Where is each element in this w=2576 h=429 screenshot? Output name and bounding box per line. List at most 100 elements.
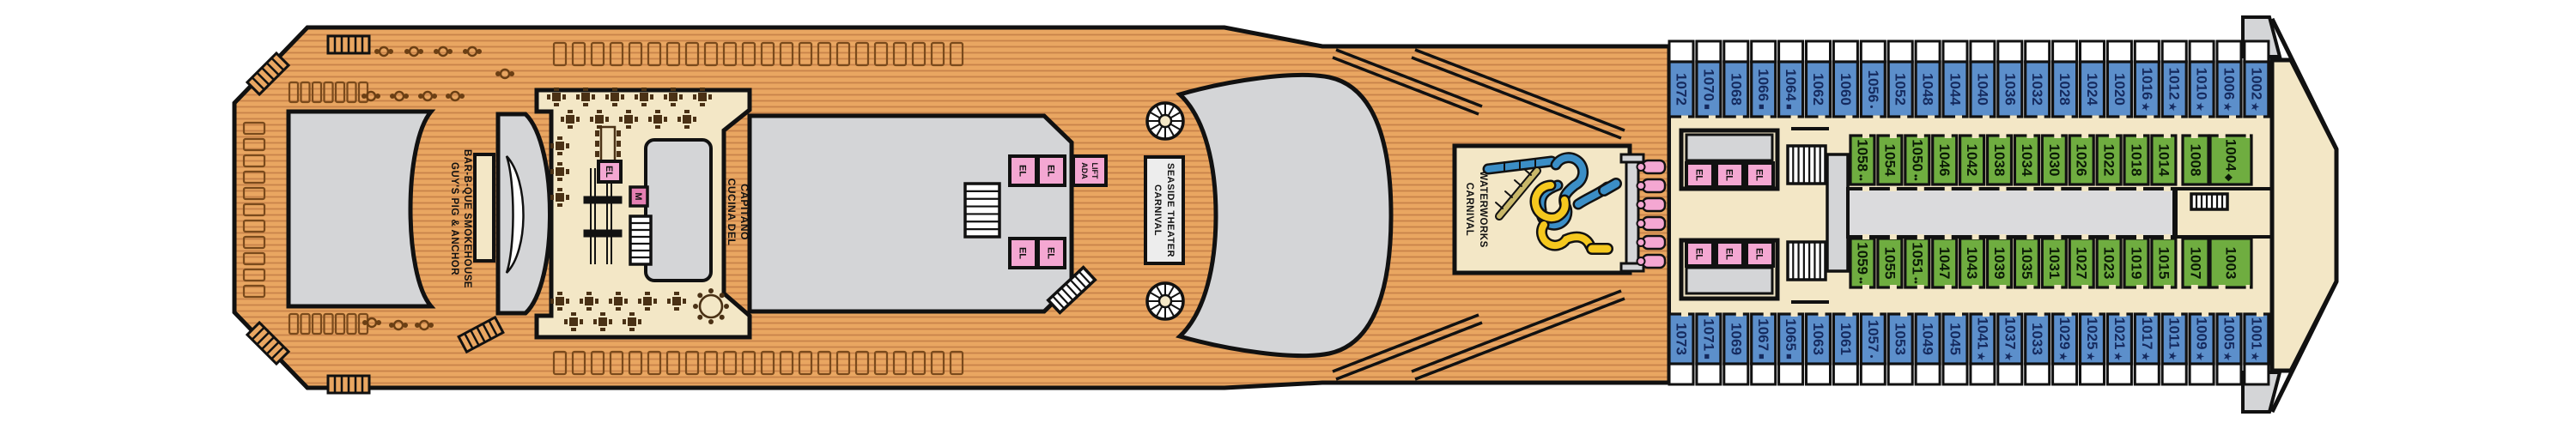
cabin[interactable] [2051, 312, 2079, 366]
cabin[interactable] [2133, 60, 2160, 118]
cabin[interactable] [1750, 60, 1777, 118]
cabin-number: 1062 [1810, 73, 1826, 106]
lounge-chair-icon [911, 350, 927, 376]
pool-lounger-icon [1641, 215, 1667, 232]
cabin[interactable] [1931, 134, 1959, 186]
lounge-chair-icon [817, 350, 832, 376]
smokehouse-structure [286, 109, 436, 309]
cabin-number: 1021★ [2111, 317, 2128, 361]
cabin[interactable] [1668, 60, 1695, 118]
cabin[interactable] [1849, 134, 1876, 186]
lounge-chair-icon [628, 41, 643, 67]
cabin[interactable] [1959, 134, 1986, 186]
stairs-icon [2190, 192, 2229, 211]
cucina-label-line1: CUCINA DEL [726, 178, 738, 246]
cabin[interactable] [2040, 237, 2068, 289]
cabin[interactable] [1941, 60, 1969, 118]
cabin-balcony [2160, 39, 2188, 63]
cabin[interactable] [1695, 60, 1722, 118]
cabin[interactable] [1985, 134, 2014, 186]
cabin[interactable] [2095, 134, 2123, 186]
cabin-balcony [1722, 362, 1750, 386]
cabin-balcony [1859, 362, 1886, 386]
cabin-number: 1051•• [1909, 242, 1925, 284]
elevator-box [597, 160, 623, 184]
cabin[interactable] [1876, 134, 1904, 186]
cabin[interactable] [2133, 312, 2160, 366]
cabin[interactable] [1777, 60, 1805, 118]
dining-table-icon [635, 88, 653, 106]
cabin[interactable] [2123, 237, 2150, 289]
cabin-number: 1002★ [2248, 68, 2264, 112]
cabin[interactable] [2095, 237, 2123, 289]
cabin-number: 1038 [1991, 144, 2008, 177]
stairs-icon [629, 214, 653, 266]
lounge-chair-icon [779, 41, 794, 67]
cabin[interactable] [1804, 60, 1832, 118]
cucina-galley [644, 138, 713, 282]
stern-deck [2269, 57, 2339, 373]
cabin-number: 1044 [1947, 73, 1964, 106]
cabin-number: 1041★ [1974, 317, 1990, 361]
cabin-balcony [2188, 362, 2215, 386]
cabin-number: 1010★ [2194, 68, 2210, 112]
lounge-chair-icon [590, 350, 605, 376]
cabin-number: 1042 [1964, 144, 1980, 177]
cabin[interactable] [1859, 312, 1886, 366]
cabin[interactable] [1886, 312, 1914, 366]
lounge-chair-icon [779, 350, 794, 376]
cabin[interactable] [2243, 312, 2270, 366]
cabin[interactable] [1914, 60, 1941, 118]
lounge-chair-icon [628, 350, 643, 376]
elevator-box [1715, 240, 1745, 268]
cabin[interactable] [2160, 312, 2188, 366]
cabin[interactable] [2208, 134, 2253, 186]
cabin[interactable] [2013, 237, 2040, 289]
cabin[interactable] [2040, 134, 2068, 186]
cabin-balcony [2051, 39, 2079, 63]
deck-table-icon [434, 45, 453, 57]
cabin-balcony [1886, 39, 1914, 63]
lounge-chair-icon [609, 41, 624, 67]
cabin[interactable] [1722, 60, 1750, 118]
cabin-balcony [2024, 39, 2051, 63]
dining-table-icon [609, 292, 628, 311]
ada-lift-box [1072, 154, 1108, 187]
ada-lift-label-line2: LIFT [1091, 163, 1099, 179]
theater-label-box [1144, 155, 1185, 265]
cabin-number: 1063 [1810, 323, 1826, 355]
lounge-chair-icon [552, 41, 568, 67]
cabin[interactable] [2243, 60, 2270, 118]
elevator-label: EL [1018, 247, 1028, 259]
pool-lounger-icon [1636, 200, 1646, 209]
cabin-number: 1066■ [1755, 69, 1771, 109]
cabin[interactable] [1959, 237, 1986, 289]
lounge-chair-icon [242, 170, 266, 184]
lounge-chair-icon [334, 81, 346, 104]
lounge-chair-icon [854, 41, 870, 67]
dining-table-icon [593, 312, 612, 331]
cabin-number: 1020 [2111, 73, 2128, 106]
lounge-chair-icon [873, 350, 889, 376]
cabin[interactable] [2181, 134, 2210, 186]
cabin[interactable] [1722, 312, 1750, 366]
cabin[interactable] [1832, 60, 1859, 118]
cabin[interactable] [2150, 134, 2178, 186]
cabin[interactable] [2188, 60, 2215, 118]
dining-table-icon [693, 88, 712, 106]
cabin[interactable] [2078, 312, 2106, 366]
cabin[interactable] [1886, 60, 1914, 118]
cabin[interactable] [2123, 134, 2150, 186]
lounge-chair-icon [242, 137, 266, 152]
stairs-icon [963, 182, 1001, 239]
cabin-number: 1050•• [1909, 139, 1925, 181]
cabin[interactable] [2208, 237, 2253, 289]
cabin[interactable] [1876, 237, 1904, 289]
lounge-chair-icon [684, 41, 700, 67]
cabin[interactable] [2160, 60, 2188, 118]
cabin[interactable] [2181, 237, 2210, 289]
spiral-staircase-icon [1145, 281, 1185, 321]
lounge-chair-icon [647, 41, 662, 67]
lounge-chair-icon [242, 186, 266, 201]
lounge-chair-icon [242, 154, 266, 168]
